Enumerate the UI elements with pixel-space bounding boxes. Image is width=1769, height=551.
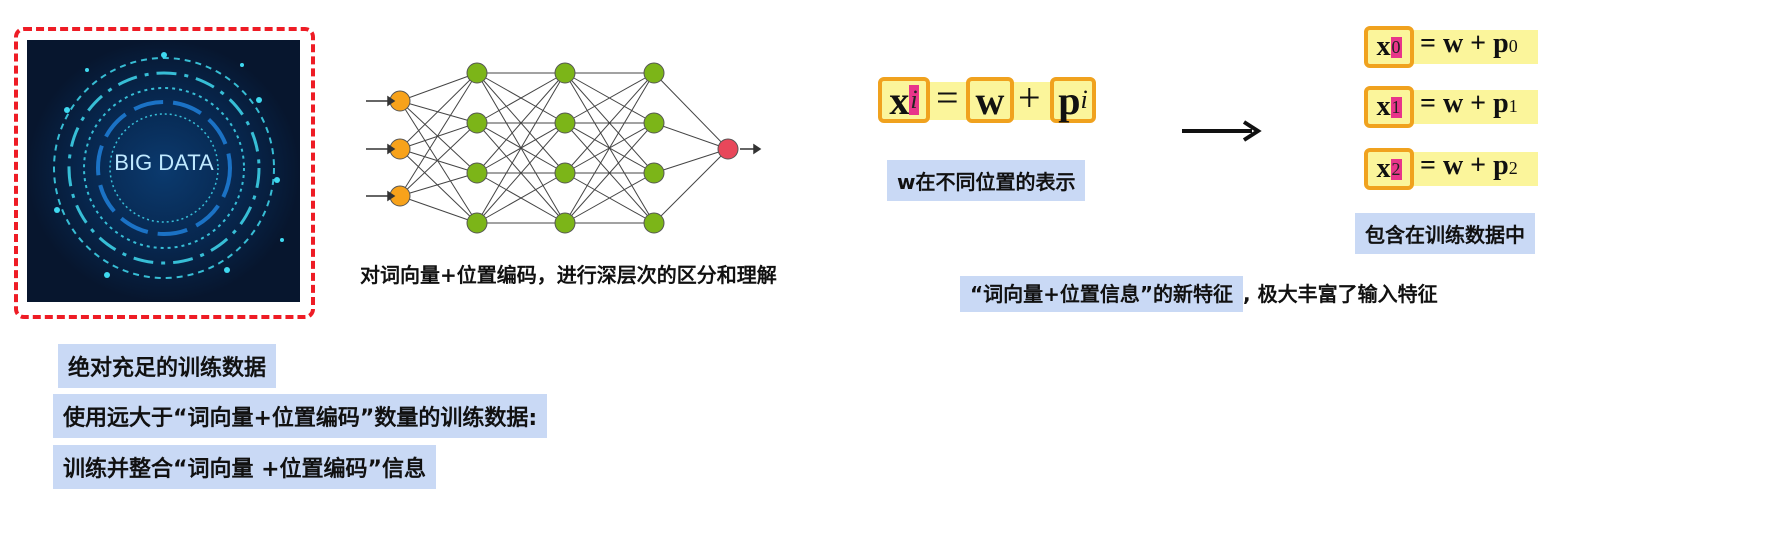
big-data-label: BIG DATA — [114, 150, 214, 175]
nn-edge — [653, 148, 729, 174]
nn-hidden-node — [554, 212, 576, 234]
eq-right-p-sub: 1 — [1508, 96, 1518, 116]
equation-main-w-box: w — [966, 77, 1014, 123]
nn-hidden-node — [643, 112, 665, 134]
nn-edge — [476, 72, 566, 224]
nn-hidden-node — [643, 212, 665, 234]
eq-right-rest: = w + p — [1420, 150, 1509, 181]
nn-edge — [564, 72, 655, 224]
contained-caption: 包含在训练数据中 — [1355, 213, 1535, 254]
nn-edge — [399, 122, 478, 197]
big-data-graphic: BIG DATA — [27, 40, 300, 302]
data-caption-3: 训练并整合“词向量 +位置编码”信息 — [53, 445, 437, 489]
nn-hidden-node — [466, 62, 488, 84]
eq-right-rest: = w + p — [1420, 88, 1509, 119]
equation-right-rhs: = w + p0 — [1420, 28, 1518, 60]
nn-hidden-node — [554, 162, 576, 184]
nn-edge — [564, 72, 655, 124]
new-feature-rest: , 极大丰富了输入特征 — [1243, 282, 1438, 306]
nn-edge — [653, 148, 729, 224]
nn-output-node — [717, 138, 739, 160]
eq-main-x-sub: i — [909, 85, 919, 115]
nn-edge — [399, 100, 478, 174]
nn-caption: 对词向量+位置编码，进行深层次的区分和理解 — [360, 263, 777, 287]
nn-hidden-node — [466, 162, 488, 184]
nn-edge — [476, 122, 566, 224]
nn-edge — [476, 72, 566, 124]
eq-main-equals: = — [936, 75, 959, 120]
nn-edge — [653, 122, 729, 150]
w-position-caption: w在不同位置的表示 — [887, 160, 1086, 201]
eq-main-p-sub: i — [1080, 85, 1088, 114]
right-arrow-icon — [1182, 120, 1262, 142]
eq-right-p-sub: 2 — [1508, 158, 1518, 178]
eq-right-rest: = w + p — [1420, 28, 1509, 59]
equation-right-rhs: = w + p2 — [1420, 150, 1518, 182]
eq-right-x: x — [1376, 31, 1391, 62]
equation-right-rhs: = w + p1 — [1420, 88, 1518, 120]
eq-right-x-sub: 2 — [1390, 158, 1402, 180]
nn-edge — [399, 72, 478, 102]
eq-right-x: x — [1376, 153, 1391, 184]
nn-hidden-node — [554, 62, 576, 84]
nn-edge — [399, 72, 478, 150]
eq-main-p: p — [1058, 77, 1081, 123]
nn-edge — [653, 72, 729, 150]
data-caption-1: 绝对充足的训练数据 — [58, 344, 277, 388]
nn-hidden-node — [554, 112, 576, 134]
nn-edge — [476, 172, 566, 224]
nn-edge — [399, 195, 478, 224]
nn-hidden-node — [643, 62, 665, 84]
nn-edge — [476, 72, 566, 174]
nn-edge — [399, 100, 478, 124]
nn-edge — [564, 122, 655, 224]
eq-main-x: x — [889, 77, 910, 123]
nn-hidden-node — [466, 212, 488, 234]
eq-main-plus: + — [1018, 75, 1041, 120]
eq-right-x-sub: 0 — [1390, 36, 1402, 58]
eq-main-w: w — [975, 77, 1005, 123]
data-caption-2: 使用远大于“词向量+位置编码”数量的训练数据: — [53, 394, 548, 438]
eq-right-x-sub: 1 — [1390, 96, 1402, 118]
eq-right-p-sub: 0 — [1508, 36, 1518, 56]
nn-edge — [399, 100, 478, 224]
new-feature-caption: “词向量+位置信息”的新特征, 极大丰富了输入特征 — [960, 276, 1438, 312]
nn-edge — [564, 72, 655, 174]
nn-edge — [399, 148, 478, 224]
nn-hidden-node — [643, 162, 665, 184]
neural-network — [366, 62, 762, 234]
nn-edge — [399, 148, 478, 174]
new-feature-highlight: “词向量+位置信息”的新特征 — [960, 276, 1244, 312]
big-data-frame — [14, 27, 315, 319]
big-data-image: BIG DATA — [27, 40, 300, 302]
nn-edge — [399, 72, 478, 197]
nn-edge — [399, 172, 478, 197]
eq-right-x: x — [1376, 91, 1391, 122]
nn-edge — [399, 122, 478, 150]
nn-edge — [564, 172, 655, 224]
nn-hidden-node — [466, 112, 488, 134]
